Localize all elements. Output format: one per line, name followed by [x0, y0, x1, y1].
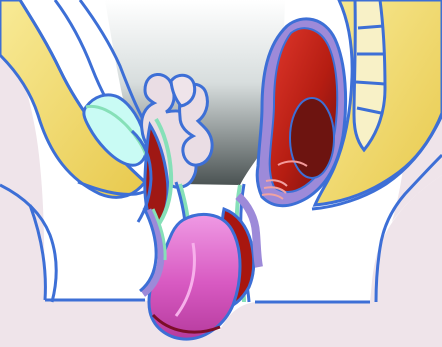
rectum-lumen — [290, 98, 334, 178]
sacrum-segment-3 — [356, 82, 385, 84]
sacrum-segment-1 — [358, 26, 384, 28]
